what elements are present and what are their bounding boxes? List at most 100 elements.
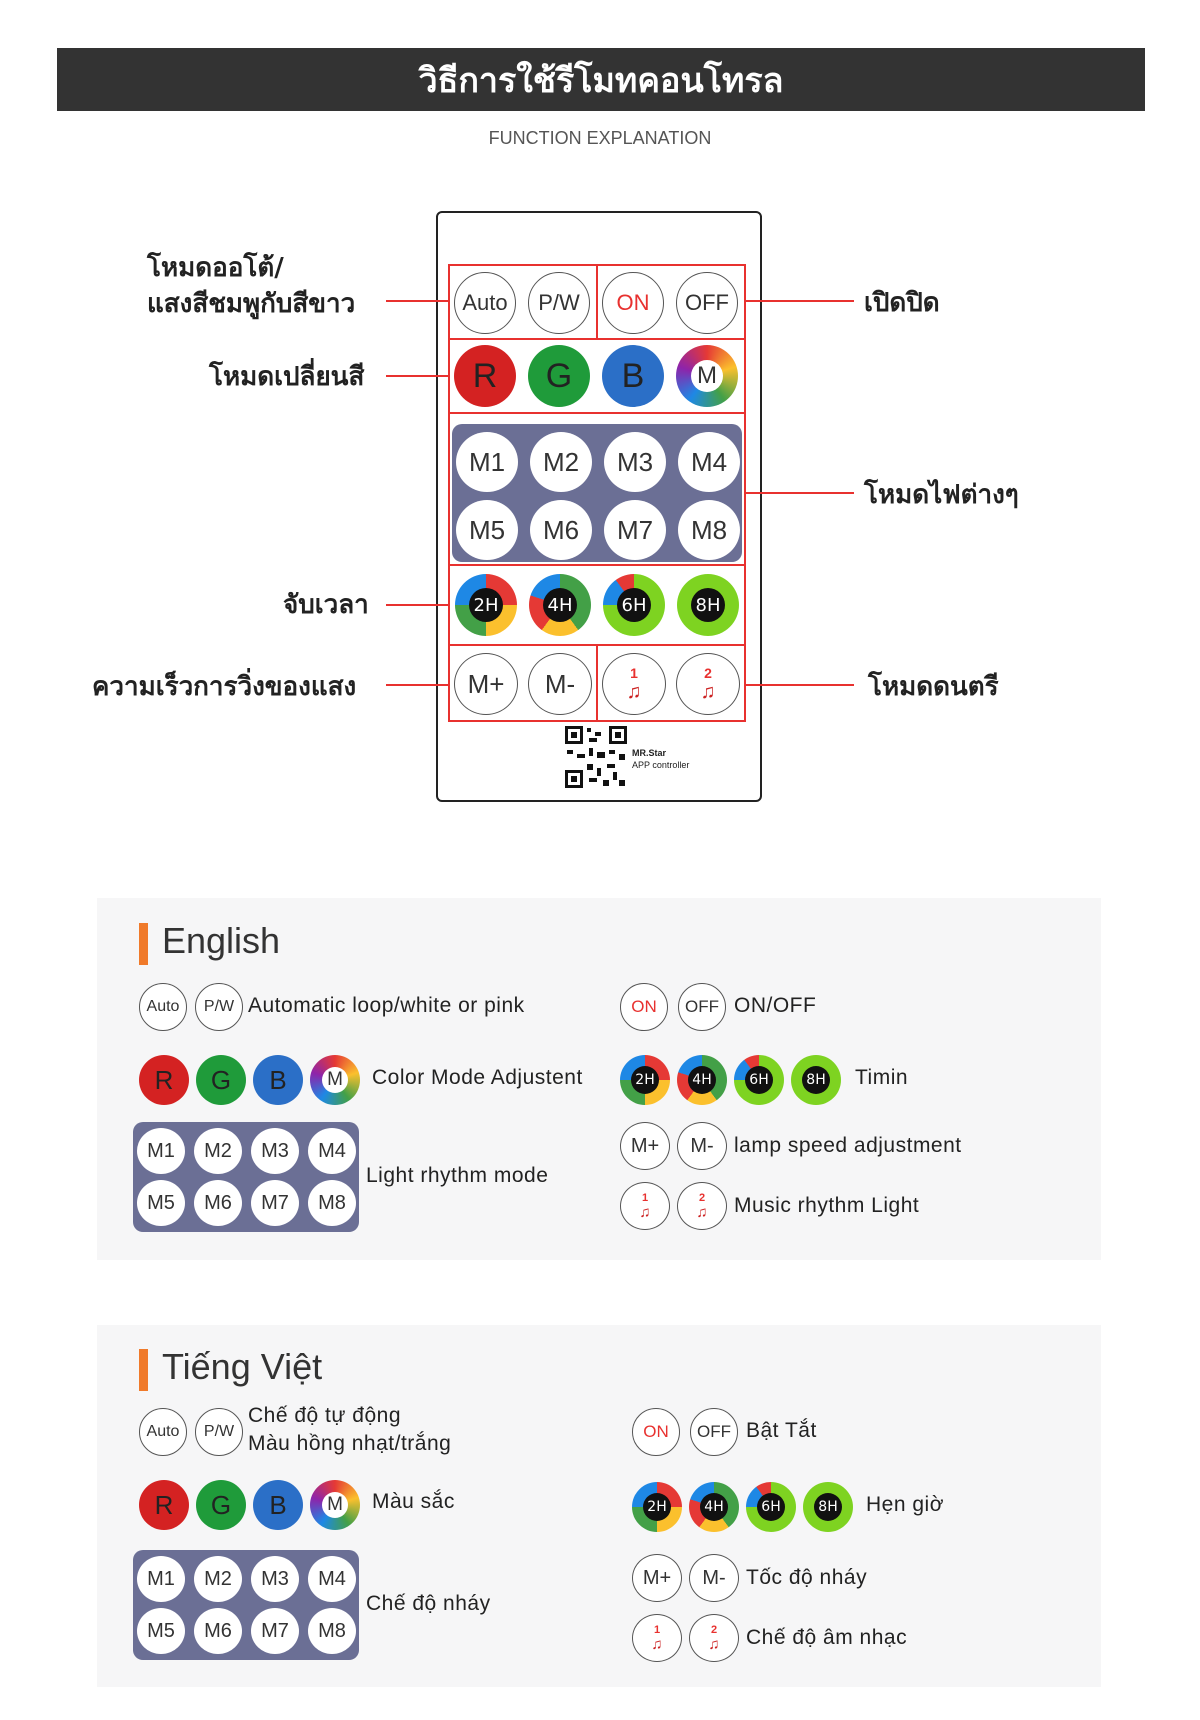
en-m2-icon: M2 (194, 1128, 242, 1174)
en-music-2-icon: 2 ♫ (677, 1182, 727, 1230)
timer-6h-button[interactable]: 6H (603, 574, 665, 636)
on-button[interactable]: ON (602, 272, 664, 334)
callout-modes-line (746, 492, 854, 494)
en-music-1-icon: 1 ♫ (620, 1182, 670, 1230)
vi-onoff-desc: Bật Tắt (746, 1419, 817, 1442)
vi-green-icon: G (196, 1480, 246, 1530)
callout-auto: โหมดออโต้/ แสงสีชมพูกับสีขาว (147, 250, 355, 322)
mode-m8-button[interactable]: M8 (678, 500, 740, 560)
off-button[interactable]: OFF (676, 272, 738, 334)
en-music-desc: Music rhythm Light (734, 1194, 920, 1217)
vi-music-2-number: 2 (710, 1623, 718, 1636)
vi-m2-icon: M2 (194, 1556, 242, 1602)
timer-4h-button[interactable]: 4H (529, 574, 591, 636)
vi-m6-icon: M6 (194, 1608, 242, 1654)
auto-button[interactable]: Auto (454, 272, 516, 334)
mode-m6-button[interactable]: M6 (530, 500, 592, 560)
callout-auto-line2: แสงสีชมพูกับสีขาว (147, 289, 356, 319)
music-1-number: 1 (630, 664, 638, 681)
en-green-icon: G (196, 1055, 246, 1105)
vi-blue-icon: B (253, 1480, 303, 1530)
blue-button[interactable]: B (602, 345, 664, 407)
en-music-1-number: 1 (641, 1191, 649, 1204)
speed-up-button[interactable]: M+ (454, 653, 518, 715)
en-timer-8h-icon: 8H (791, 1055, 841, 1105)
mode-m2-button[interactable]: M2 (530, 432, 592, 492)
speed-down-button[interactable]: M- (528, 653, 592, 715)
en-timer-6h-label: 6H (745, 1066, 773, 1094)
qr-brand: MR.Star (632, 748, 667, 758)
vi-timer-desc: Hẹn giờ (866, 1493, 944, 1516)
en-timer-desc: Timin (855, 1066, 909, 1089)
pw-button[interactable]: P/W (528, 272, 590, 334)
mode-m1-button[interactable]: M1 (456, 432, 518, 492)
music-group (596, 644, 746, 722)
mode-m3-button[interactable]: M3 (604, 432, 666, 492)
vi-timer-6h-icon: 6H (746, 1482, 796, 1532)
page-title: วิธีการใช้รีโมทคอนโทรล (418, 60, 784, 101)
en-timer-4h-icon: 4H (677, 1055, 727, 1105)
en-m-label: M (322, 1067, 348, 1093)
mode-m5-button[interactable]: M5 (456, 500, 518, 560)
en-music-2-number: 2 (698, 1191, 706, 1204)
music-note-icon: ♫ (651, 1635, 663, 1653)
music-note-icon: ♫ (696, 1203, 708, 1221)
en-onoff-desc: ON/OFF (734, 994, 817, 1017)
qr-caption: APP controller (632, 760, 690, 770)
vi-color-desc: Màu sắc (372, 1490, 455, 1513)
vi-m-color-icon: M (310, 1480, 360, 1530)
vi-modes-desc: Chế độ nháy (366, 1592, 491, 1615)
header-bar: วิธีการใช้รีโมทคอนโทรล (57, 48, 1145, 111)
mode-m7-button[interactable]: M7 (604, 500, 666, 560)
vi-auto-icon: Auto (139, 1408, 187, 1456)
vi-off-icon: OFF (690, 1408, 738, 1456)
callout-auto-line1: โหมดออโต้/ (147, 253, 284, 283)
vi-timer-4h-label: 4H (700, 1493, 728, 1521)
callout-timer-line (386, 604, 448, 606)
en-m5-icon: M5 (137, 1180, 185, 1226)
vi-timer-2h-label: 2H (643, 1493, 671, 1521)
en-m1-icon: M1 (137, 1128, 185, 1174)
timer-4h-label: 4H (543, 588, 577, 622)
vi-timer-2h-icon: 2H (632, 1482, 682, 1532)
mode-m4-button[interactable]: M4 (678, 432, 740, 492)
vi-auto-line1: Chế độ tự động (248, 1404, 401, 1427)
red-button[interactable]: R (454, 345, 516, 407)
vi-auto-desc: Chế độ tự động Màu hồng nhạt/trắng (248, 1402, 451, 1458)
vietnamese-accent-bar (139, 1349, 148, 1391)
m-color-label: M (691, 360, 723, 392)
english-accent-bar (139, 923, 148, 965)
vi-pw-icon: P/W (195, 1408, 243, 1456)
green-button[interactable]: G (528, 345, 590, 407)
vi-m8-icon: M8 (308, 1608, 356, 1654)
en-m3-icon: M3 (251, 1128, 299, 1174)
timer-8h-button[interactable]: 8H (677, 574, 739, 636)
en-timer-4h-label: 4H (688, 1066, 716, 1094)
en-blue-icon: B (253, 1055, 303, 1105)
en-timer-6h-icon: 6H (734, 1055, 784, 1105)
vi-music-desc: Chế độ âm nhạc (746, 1626, 908, 1649)
music-2-button[interactable]: 2 ♫ (676, 653, 740, 715)
m-color-button[interactable]: M (676, 345, 738, 407)
en-auto-desc: Automatic loop/white or pink (248, 994, 525, 1017)
vi-music-2-icon: 2 ♫ (689, 1614, 739, 1662)
en-auto-icon: Auto (139, 983, 187, 1031)
en-on-icon: ON (620, 983, 668, 1031)
timer-8h-label: 8H (691, 588, 725, 622)
en-timer-8h-label: 8H (802, 1066, 830, 1094)
qr-code-icon (563, 724, 629, 790)
timer-6h-label: 6H (617, 588, 651, 622)
timer-2h-button[interactable]: 2H (455, 574, 517, 636)
en-m4-icon: M4 (308, 1128, 356, 1174)
en-speed-up-icon: M+ (620, 1122, 670, 1170)
music-1-button[interactable]: 1 ♫ (602, 653, 666, 715)
vi-music-1-icon: 1 ♫ (632, 1614, 682, 1662)
music-note-icon: ♫ (639, 1203, 651, 1221)
en-red-icon: R (139, 1055, 189, 1105)
callout-onoff: เปิดปิด (864, 288, 940, 318)
vi-m1-icon: M1 (137, 1556, 185, 1602)
vi-timer-6h-label: 6H (757, 1493, 785, 1521)
music-note-icon: ♫ (708, 1635, 720, 1653)
vi-speed-up-icon: M+ (632, 1554, 682, 1602)
en-color-desc: Color Mode Adjustent (372, 1066, 583, 1089)
